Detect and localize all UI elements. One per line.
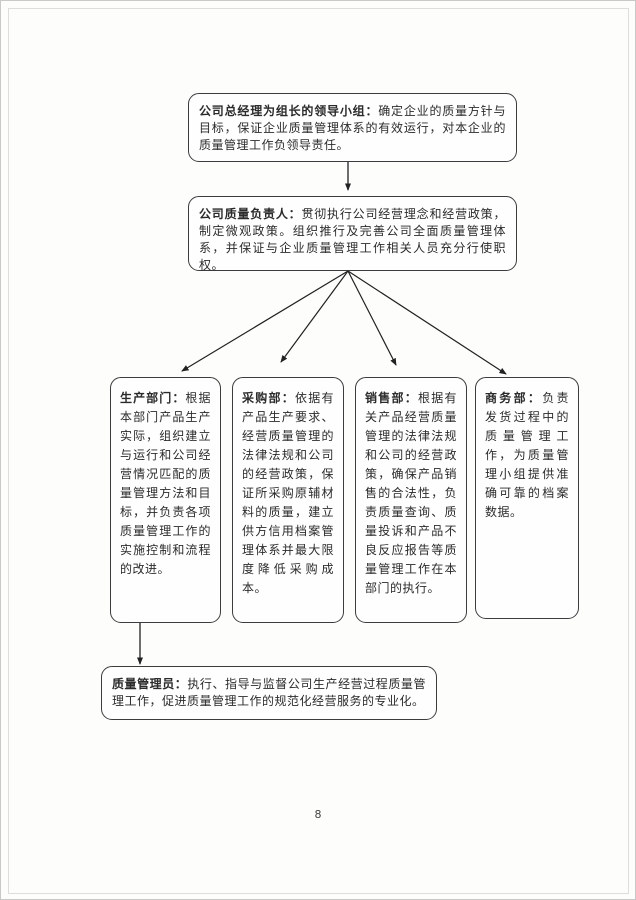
arrow-to-production-dept: [181, 270, 349, 372]
flowchart-box-general-manager-group: 公司总经理为组长的领导小组：确定企业的质量方针与目标，保证企业质量管理体系的有效…: [188, 93, 517, 162]
box-title-production-dept: 生产部门：: [120, 391, 186, 405]
arrow-to-sales-dept: [347, 270, 397, 366]
box-body-quality-manager: 执行、指导与监督公司生产经营过程质量管理工作，促进质量管理工作的规范化经营服务的…: [112, 677, 426, 708]
box-body-commerce-dept: 负责发货过程中的质量管理工作，为质量管理小组提供准确可靠的档案数据。: [485, 391, 569, 519]
box-title-commerce-dept: 商务部：: [485, 391, 543, 405]
page-number: 8: [314, 808, 322, 821]
box-body-production-dept: 根据本部门产品生产实际，组织建立与运行和公司经营情况匹配的质量管理方法和目标，并…: [120, 391, 211, 576]
box-body-purchasing-dept: 依据有产品生产要求、经营质量管理的法律法规和公司的经营政策，保证所采购原辅材料的…: [242, 391, 334, 595]
arrow-to-commerce-dept: [347, 270, 507, 375]
flowchart-box-quality-manager: 质量管理员：执行、指导与监督公司生产经营过程质量管理工作，促进质量管理工作的规范…: [101, 666, 437, 720]
box-title-quality-lead: 公司质量负责人：: [199, 207, 302, 221]
flowchart-box-quality-lead: 公司质量负责人：贯彻执行公司经营理念和经营政策，制定微观政策。组织推行及完善公司…: [188, 196, 517, 272]
box-body-quality-lead: 贯彻执行公司经营理念和经营政策，制定微观政策。组织推行及完善公司全面质量管理体系…: [199, 207, 506, 272]
arrow-to-purchasing-dept: [280, 270, 349, 363]
box-title-general-manager-group: 公司总经理为组长的领导小组：: [199, 104, 379, 118]
box-body-general-manager-group: 确定企业的质量方针与目标，保证企业质量管理体系的有效运行，对本企业的质量管理工作…: [199, 104, 506, 152]
box-title-sales-dept: 销售部：: [365, 391, 418, 405]
flowchart-box-sales-dept: 销售部：根据有关产品经营质量管理的法律法规和公司的经营政策，确保产品销售的合法性…: [355, 377, 467, 623]
box-title-purchasing-dept: 采购部：: [242, 391, 295, 405]
flowchart-box-purchasing-dept: 采购部：依据有产品生产要求、经营质量管理的法律法规和公司的经营政策，保证所采购原…: [232, 377, 344, 623]
box-title-quality-manager: 质量管理员：: [112, 677, 188, 691]
flowchart-box-production-dept: 生产部门：根据本部门产品生产实际，组织建立与运行和公司经营情况匹配的质量管理方法…: [110, 377, 221, 623]
flowchart-box-commerce-dept: 商务部：负责发货过程中的质量管理工作，为质量管理小组提供准确可靠的档案数据。: [475, 377, 579, 619]
box-body-sales-dept: 根据有关产品经营质量管理的法律法规和公司的经营政策，确保产品销售的合法性，负责质…: [365, 391, 457, 595]
